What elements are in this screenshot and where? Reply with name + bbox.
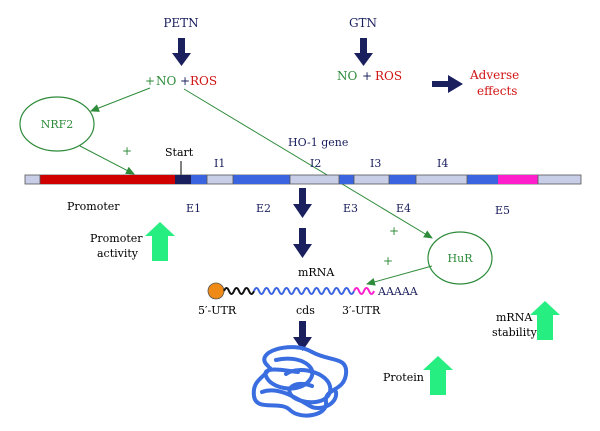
petn-plus-prefix: + bbox=[145, 74, 155, 88]
intron-i3: I3 bbox=[370, 157, 381, 170]
petn-plus: + bbox=[180, 74, 190, 88]
ho1-gene-title: HO-1 gene bbox=[288, 136, 348, 149]
hur-label: HuR bbox=[448, 252, 474, 265]
exon-e4-label: E4 bbox=[396, 202, 411, 215]
hur-to-mrna-arrow bbox=[366, 265, 433, 286]
transcription-arrow-1 bbox=[293, 188, 312, 218]
nrf2-ellipse bbox=[19, 96, 95, 152]
gene-bar-outline bbox=[24, 174, 582, 185]
promoter-segment bbox=[40, 175, 175, 184]
gtn-no-label: NO bbox=[337, 69, 358, 83]
hur-plus-upper: + bbox=[389, 224, 399, 238]
start-segment bbox=[175, 175, 191, 184]
exon-e2-label: E2 bbox=[256, 202, 271, 215]
petn-products: + NO + ROS bbox=[145, 74, 217, 88]
exon-e2 bbox=[233, 175, 290, 184]
exon-e1 bbox=[191, 175, 207, 184]
no-to-hur-arrow bbox=[183, 88, 433, 239]
promoter-activity-line1: Promoter bbox=[90, 232, 143, 245]
petn-label: PETN bbox=[163, 16, 198, 30]
ho1-gene-bar bbox=[24, 174, 582, 185]
protein-label: Protein bbox=[383, 371, 424, 384]
exon-e5-utr bbox=[498, 175, 538, 184]
nrf2-label: NRF2 bbox=[41, 118, 74, 131]
adverse-right-arrow bbox=[432, 75, 463, 93]
exon-e4 bbox=[389, 175, 416, 184]
mrna-strand bbox=[207, 282, 375, 300]
exon-e3-label: E3 bbox=[343, 202, 358, 215]
gtn-plus: + bbox=[362, 69, 372, 83]
five-utr-label: 5′-UTR bbox=[198, 304, 237, 317]
adverse-effects-line1: Adverse bbox=[469, 68, 519, 82]
five-utr-coil bbox=[223, 287, 255, 295]
no-to-nrf2-arrow bbox=[90, 87, 151, 112]
exon-e5-label: E5 bbox=[495, 204, 510, 217]
transcription-arrow-2 bbox=[293, 228, 312, 258]
promoter-label: Promoter bbox=[67, 200, 120, 213]
hur-plus-lower: + bbox=[383, 254, 393, 268]
petn-no-label: NO bbox=[156, 74, 177, 88]
cds-coil bbox=[253, 287, 355, 295]
polya-tail: AAAAA bbox=[377, 285, 419, 298]
mrna-stability-up-arrow bbox=[530, 301, 560, 340]
start-label: Start bbox=[165, 146, 194, 159]
nrf2-promoter-plus: + bbox=[122, 144, 132, 158]
petn-ros-label: ROS bbox=[190, 74, 217, 88]
hur-ellipse bbox=[427, 231, 493, 285]
gtn-ros-label: ROS bbox=[375, 69, 402, 83]
adverse-effects-line2: effects bbox=[477, 84, 517, 98]
protein-scribble bbox=[251, 345, 349, 418]
mrna-stability-line2: stability bbox=[492, 326, 538, 339]
promoter-activity-up-arrow bbox=[145, 222, 175, 261]
three-utr-coil bbox=[353, 287, 375, 295]
gtn-products: NO + ROS bbox=[337, 69, 402, 83]
five-prime-cap bbox=[207, 282, 225, 300]
exon-e1-label: E1 bbox=[186, 202, 201, 215]
intron-i4: I4 bbox=[437, 157, 448, 170]
gtn-label: GTN bbox=[349, 16, 377, 30]
gtn-down-arrow bbox=[354, 38, 373, 66]
protein-up-arrow bbox=[423, 356, 453, 395]
promoter-activity-line2: activity bbox=[97, 247, 139, 260]
intron-i1: I1 bbox=[214, 157, 225, 170]
exon-e5 bbox=[467, 175, 498, 184]
three-utr-label: 3′-UTR bbox=[342, 304, 381, 317]
exon-e3 bbox=[339, 175, 354, 184]
translation-arrow bbox=[293, 321, 312, 351]
intron-i2: I2 bbox=[310, 157, 321, 170]
mrna-stability-line1: mRNA bbox=[496, 311, 533, 324]
mrna-label: mRNA bbox=[298, 266, 335, 279]
nrf2-to-promoter-arrow bbox=[79, 145, 135, 175]
cds-label: cds bbox=[296, 304, 315, 317]
petn-down-arrow bbox=[172, 38, 191, 66]
